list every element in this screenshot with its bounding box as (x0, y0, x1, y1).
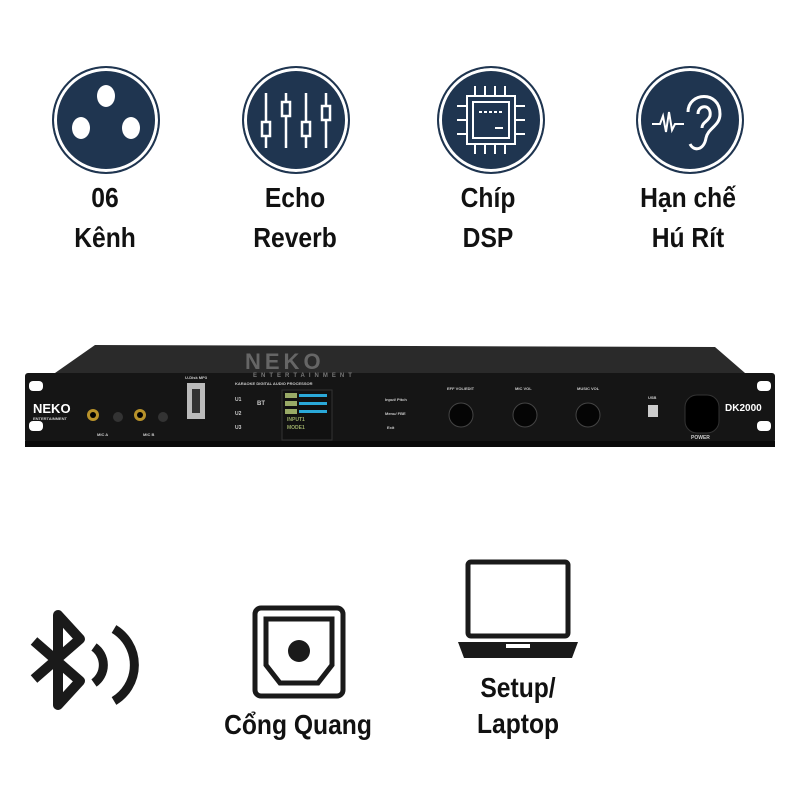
brand-sub: ENTERTAINMENT (33, 416, 67, 421)
mic-a-label: MIC A (97, 432, 109, 437)
top-logo-sub: ENTERTAINMENT (253, 373, 356, 379)
feature-label-line1: Hạn chế (640, 182, 736, 213)
dsp-chip-icon (437, 66, 545, 174)
feature-label-line2: Reverb (253, 222, 337, 253)
input-pitch-button[interactable]: Input/ Pitch (385, 397, 407, 402)
feature-label-line1: 06 (91, 182, 119, 213)
feature-label-line2: DSP (462, 222, 514, 253)
top-logo: NEKO (245, 349, 325, 374)
laptop-icon (458, 559, 578, 658)
optical-port-label: Cổng Quang (224, 709, 372, 740)
udisk-label: U-Disk MP3 (185, 375, 208, 380)
xlr-connector-icon (52, 66, 160, 174)
display-line: INPUT1 (287, 417, 305, 423)
feature-label-line2: Hú Rít (651, 222, 725, 253)
ear-feedback-icon (636, 66, 744, 174)
feature-label-line1: Chíp (460, 182, 516, 213)
bt-button[interactable]: BT (257, 401, 265, 407)
equalizer-sliders-icon (242, 66, 350, 174)
display-line: MODE1 (287, 425, 305, 431)
menu-fbe-button[interactable]: Menu/ FBE (385, 411, 406, 416)
optical-port-icon (252, 605, 346, 699)
u1-button[interactable]: U1 (235, 397, 242, 403)
feature-label-line2: Kênh (74, 222, 136, 253)
exit-button[interactable]: Exit (387, 425, 395, 430)
laptop-label-line1: Setup/ (480, 672, 556, 703)
u3-button[interactable]: U3 (235, 425, 242, 431)
usb-label: USB (648, 395, 657, 400)
music-vol-label: MUSIC VOL (577, 386, 600, 391)
u2-button[interactable]: U2 (235, 411, 242, 417)
brand-logo: NEKO (33, 401, 71, 416)
dk2000-processor-device: NEKO ENTERTAINMENT NEKO ENTERTAINMENT MI… (25, 345, 775, 451)
bluetooth-icon (30, 610, 139, 710)
feature-label-line1: Echo (264, 182, 326, 213)
laptop-label-line2: Laptop (476, 708, 560, 739)
mic-b-label: MIC B (143, 432, 155, 437)
model-label: DK2000 (725, 403, 762, 414)
mic-vol-label: MIC VOL (515, 386, 532, 391)
eff-vol-label: EFF VOL/EDIT (447, 386, 475, 391)
power-label: POWER (691, 435, 710, 441)
processor-label: KARAOKE DIGITAL AUDIO PROCESSOR (235, 381, 313, 386)
